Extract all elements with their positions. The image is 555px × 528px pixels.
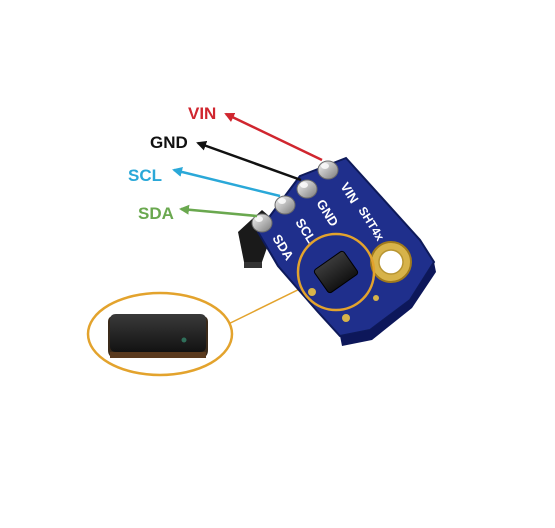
label-gnd: GND	[150, 133, 188, 152]
header-pins	[251, 160, 339, 233]
sensor-chip-small	[313, 250, 359, 294]
pin1-marker	[181, 337, 187, 343]
chip-callout	[86, 291, 234, 377]
label-vin: VIN	[188, 104, 217, 123]
pin-scl	[274, 195, 296, 215]
pin-vin	[317, 160, 339, 180]
label-scl: SCL	[128, 166, 162, 185]
sensor-chip-magnified	[108, 314, 208, 358]
arrow-gnd	[196, 140, 302, 182]
arrow-vin	[224, 112, 323, 162]
label-sda: SDA	[138, 204, 174, 223]
callout-circle	[296, 232, 376, 312]
arrow-sda	[179, 204, 258, 218]
arrow-scl	[172, 167, 281, 198]
pin-gnd	[296, 179, 318, 199]
pin-sda	[251, 213, 273, 233]
